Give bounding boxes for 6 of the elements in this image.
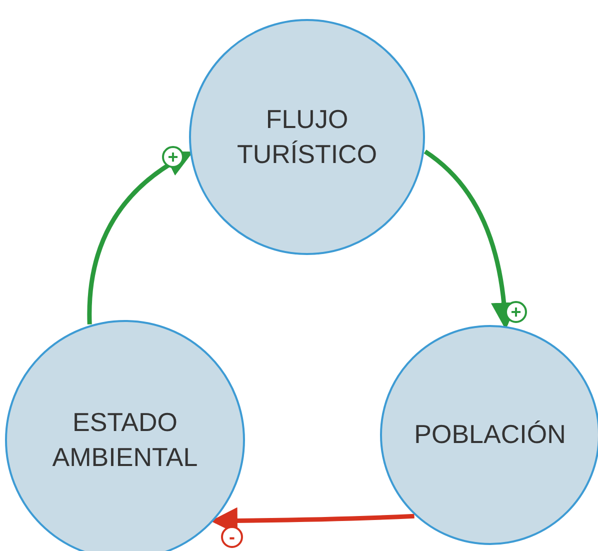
node-label: ESTADO AMBIENTAL <box>51 406 199 474</box>
edge-label: + <box>505 301 527 323</box>
edge-label: - <box>221 526 243 548</box>
node-label: POBLACIÓN <box>413 418 567 452</box>
edge-label: + <box>162 146 184 168</box>
node-label: FLUJO TURÍSTICO <box>236 102 378 171</box>
